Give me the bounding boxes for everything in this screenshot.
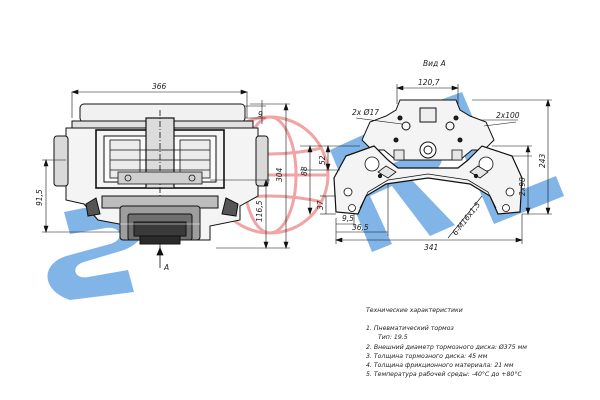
specs-block: Технические характеристики 1. Пневматиче… [366, 306, 598, 379]
dim-243-label: 243 [538, 153, 547, 168]
dim-thread-label: 6-M16x1,5 [450, 200, 482, 237]
dim-9-5-label: 9,5 [342, 214, 354, 223]
specs-heading: Технические характеристики [366, 307, 463, 314]
left-caliper-view [42, 89, 290, 268]
dim-120-7 [396, 84, 459, 104]
view-a-title: Вид А [423, 59, 446, 68]
dim-37-label: 37 [316, 200, 325, 210]
spec-item-1: 1. Пневматический тормоз [366, 325, 454, 333]
dim-304 [216, 103, 290, 249]
right-view-a [300, 84, 552, 244]
arch-body [333, 145, 523, 215]
view-a-label: A [163, 263, 169, 272]
dim-366 [71, 89, 248, 118]
dim-52-label: 52 [318, 155, 327, 165]
dim-9-label: 9 [258, 110, 263, 119]
spec-item-2: 2. Внешний диаметр тормозного диска: Ø37… [366, 343, 527, 351]
dim-116-5-label: 116,5 [255, 200, 264, 222]
dim-36-5-label: 36,5 [352, 223, 369, 232]
spec-item-type: Тип: 19.5 [378, 334, 408, 342]
view-a-arrow [156, 246, 164, 268]
dim-17-label: 2x Ø17 [352, 108, 379, 117]
spec-item-5: 5. Температура рабочей среды: -40°С до +… [366, 371, 522, 379]
dim-120-7-label: 120,7 [418, 78, 440, 87]
dim-91-5 [42, 159, 120, 233]
dim-366-label: 366 [152, 82, 167, 91]
spec-item-4: 4. Толщина фрикционного материала: 21 мм [366, 362, 514, 370]
dim-2x100-label: 2x100 [496, 111, 520, 120]
mount-bridge [361, 99, 495, 161]
dim-116-5 [210, 179, 270, 249]
dim-341-label: 341 [424, 243, 438, 252]
dim-88-label: 88 [300, 166, 309, 176]
dim-2x98-label: 2x98 [518, 177, 527, 196]
dim-304-label: 304 [275, 167, 284, 182]
air-chamber [85, 195, 239, 245]
dim-91-5-label: 91,5 [35, 189, 44, 206]
spec-item-3: 3. Толщина тормозного диска: 45 мм [366, 352, 488, 360]
dim-17-leader [355, 117, 403, 125]
